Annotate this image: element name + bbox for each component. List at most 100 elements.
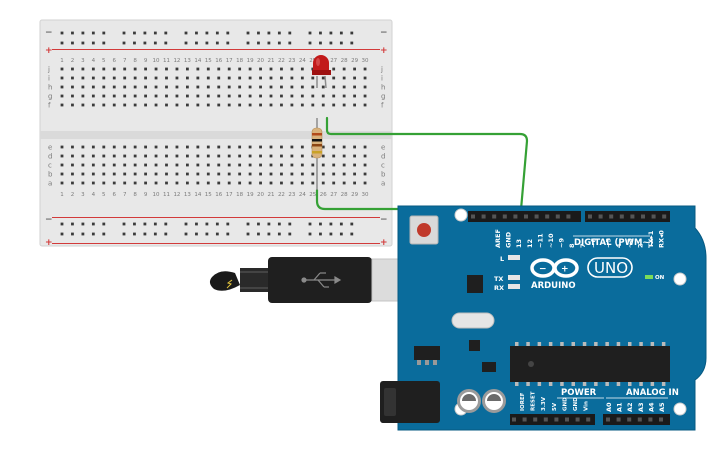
breadboard-hole[interactable] [102, 85, 106, 89]
breadboard-hole[interactable] [91, 163, 95, 167]
breadboard-hole[interactable] [227, 94, 231, 98]
power-rail-hole[interactable] [81, 222, 85, 226]
header-pin[interactable] [555, 214, 560, 219]
header-pin[interactable] [575, 417, 580, 422]
power-rail-hole[interactable] [60, 232, 64, 236]
breadboard-hole[interactable] [342, 85, 346, 89]
breadboard-hole[interactable] [81, 85, 85, 89]
breadboard-hole[interactable] [133, 181, 137, 185]
breadboard-hole[interactable] [186, 85, 189, 89]
breadboard-hole[interactable] [353, 181, 356, 185]
power-rail-hole[interactable] [91, 31, 95, 35]
breadboard-hole[interactable] [133, 154, 137, 158]
power-rail-hole[interactable] [81, 232, 85, 236]
power-rail-hole[interactable] [350, 222, 354, 226]
power-rail-hole[interactable] [329, 232, 333, 236]
breadboard[interactable]: − + − + − + − + 112233445566778899101011… [39, 19, 393, 248]
breadboard-hole[interactable] [60, 172, 64, 176]
breadboard-hole[interactable] [269, 154, 273, 158]
breadboard-hole[interactable] [71, 181, 74, 185]
breadboard-hole[interactable] [133, 163, 137, 167]
breadboard-hole[interactable] [81, 181, 85, 185]
power-rail-hole[interactable] [288, 41, 292, 45]
breadboard-hole[interactable] [321, 85, 325, 89]
breadboard-hole[interactable] [290, 172, 294, 176]
breadboard-hole[interactable] [165, 76, 168, 80]
breadboard-hole[interactable] [227, 67, 231, 71]
power-rail-hole[interactable] [257, 222, 260, 226]
breadboard-hole[interactable] [290, 76, 294, 80]
power-rail-hole[interactable] [60, 31, 64, 35]
breadboard-hole[interactable] [248, 94, 252, 98]
breadboard-hole[interactable] [123, 181, 127, 185]
breadboard-hole[interactable] [60, 181, 64, 185]
power-rail-hole[interactable] [81, 41, 85, 45]
power-rail-hole[interactable] [205, 232, 209, 236]
power-rail-hole[interactable] [339, 232, 343, 236]
breadboard-hole[interactable] [102, 181, 106, 185]
breadboard-hole[interactable] [186, 163, 189, 167]
breadboard-hole[interactable] [186, 103, 189, 107]
power-rail-hole[interactable] [319, 31, 322, 35]
power-rail-hole[interactable] [308, 41, 312, 45]
breadboard-hole[interactable] [154, 181, 158, 185]
breadboard-hole[interactable] [353, 94, 356, 98]
breadboard-hole[interactable] [154, 76, 158, 80]
power-rail-hole[interactable] [143, 31, 147, 35]
header-pin[interactable] [545, 214, 550, 219]
breadboard-hole[interactable] [321, 181, 325, 185]
power-rail-hole[interactable] [133, 41, 136, 45]
breadboard-hole[interactable] [112, 145, 116, 149]
breadboard-hole[interactable] [300, 181, 304, 185]
breadboard-hole[interactable] [102, 172, 106, 176]
breadboard-hole[interactable] [154, 145, 158, 149]
breadboard-hole[interactable] [363, 172, 367, 176]
power-rail-hole[interactable] [319, 232, 322, 236]
power-rail-hole[interactable] [226, 31, 230, 35]
breadboard-hole[interactable] [217, 85, 221, 89]
power-rail-hole[interactable] [184, 31, 188, 35]
power-rail-hole[interactable] [350, 31, 354, 35]
breadboard-hole[interactable] [342, 163, 346, 167]
breadboard-hole[interactable] [91, 76, 95, 80]
breadboard-hole[interactable] [217, 67, 221, 71]
breadboard-hole[interactable] [71, 163, 74, 167]
power-rail-hole[interactable] [215, 232, 219, 236]
breadboard-hole[interactable] [112, 76, 116, 80]
breadboard-hole[interactable] [112, 67, 116, 71]
breadboard-hole[interactable] [133, 145, 137, 149]
power-rail-hole[interactable] [308, 222, 312, 226]
power-rail-hole[interactable] [71, 41, 74, 45]
header-pin[interactable] [641, 214, 645, 219]
breadboard-hole[interactable] [321, 76, 325, 80]
breadboard-hole[interactable] [248, 103, 252, 107]
breadboard-hole[interactable] [259, 94, 262, 98]
breadboard-hole[interactable] [269, 94, 273, 98]
header-pin[interactable] [648, 417, 653, 422]
breadboard-hole[interactable] [227, 103, 231, 107]
breadboard-hole[interactable] [290, 154, 294, 158]
wire-led-to-pin13[interactable] [325, 116, 529, 223]
breadboard-hole[interactable] [165, 67, 168, 71]
breadboard-hole[interactable] [227, 85, 231, 89]
breadboard-hole[interactable] [71, 154, 74, 158]
power-rail-hole[interactable] [102, 232, 106, 236]
breadboard-hole[interactable] [175, 172, 179, 176]
breadboard-hole[interactable] [321, 145, 325, 149]
breadboard-hole[interactable] [71, 94, 74, 98]
breadboard-hole[interactable] [269, 76, 273, 80]
breadboard-hole[interactable] [196, 145, 200, 149]
breadboard-hole[interactable] [133, 103, 137, 107]
breadboard-hole[interactable] [144, 103, 147, 107]
power-rail-hole[interactable] [329, 31, 333, 35]
power-rail-hole[interactable] [277, 232, 281, 236]
breadboard-hole[interactable] [71, 103, 74, 107]
breadboard-hole[interactable] [259, 172, 262, 176]
power-rail-hole[interactable] [133, 232, 136, 236]
breadboard-holes[interactable] [60, 31, 367, 236]
breadboard-hole[interactable] [248, 67, 252, 71]
power-rail-hole[interactable] [102, 222, 106, 226]
breadboard-hole[interactable] [154, 67, 158, 71]
usb-cable[interactable] [209, 257, 415, 303]
breadboard-hole[interactable] [123, 67, 127, 71]
